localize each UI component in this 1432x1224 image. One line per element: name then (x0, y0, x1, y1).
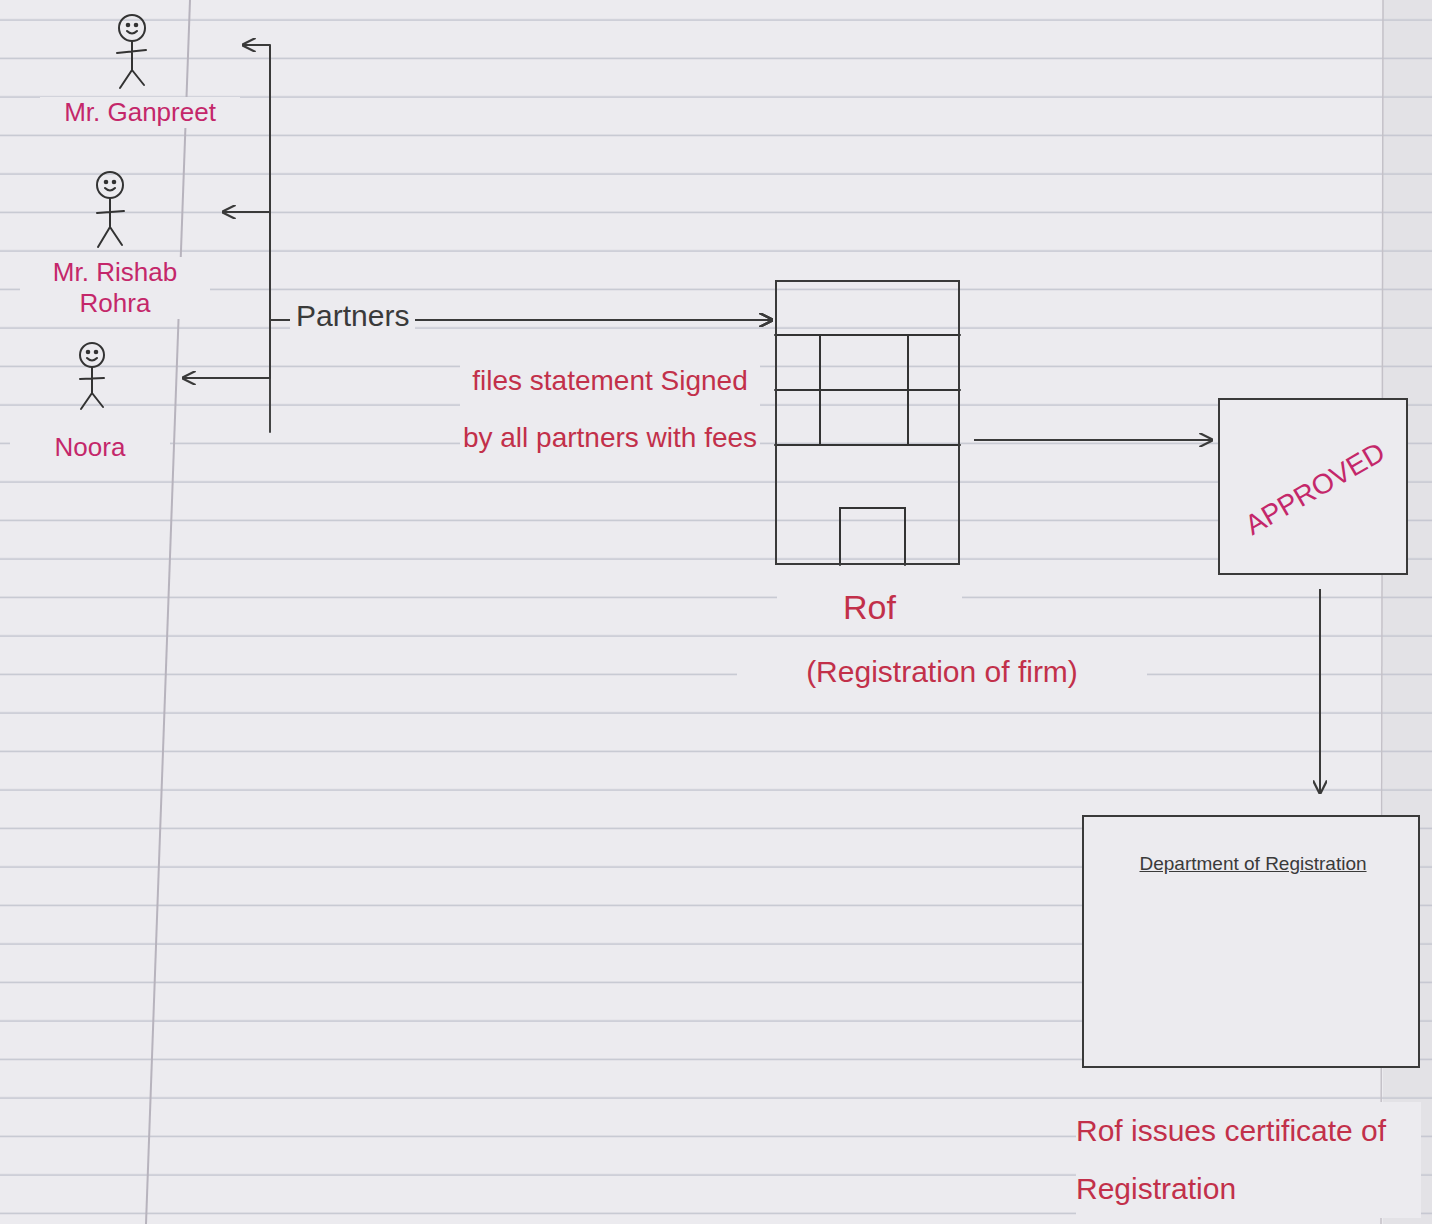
certificate-caption: Rof issues certificate of Registration (1076, 1102, 1421, 1218)
connector-arrow (974, 439, 1212, 441)
partner-figure: Noora (5, 335, 180, 465)
partner-name: Mr. Ganpreet (40, 97, 240, 128)
certificate-box: Department of RegistrationRof issues cer… (1082, 815, 1420, 1068)
office-name: Rof (777, 587, 962, 628)
edge-label: Partners (290, 298, 415, 334)
building-windows (775, 335, 960, 445)
stick-figure (97, 172, 124, 247)
office-full-name: (Registration of firm) (737, 654, 1147, 690)
partner-name: Noora (10, 432, 170, 463)
connector-arrow (243, 45, 772, 320)
connector-arrow (1319, 589, 1321, 793)
margin-line (146, 0, 190, 1224)
connector-arrow (183, 320, 772, 378)
partner-name: Mr. Rishab Rohra (20, 257, 210, 319)
registrar-building: Rof(Registration of firm) (775, 280, 960, 565)
building-door (840, 508, 905, 565)
stick-figure (80, 343, 104, 409)
partner-figure: Mr. Ganpreet (40, 5, 240, 130)
stick-figure (117, 15, 146, 88)
step-note: files statement Signed by all partners w… (460, 352, 760, 466)
partner-figure: Mr. Rishab Rohra (10, 165, 220, 325)
approval-stamp: APPROVED (1233, 432, 1397, 546)
connector-arrow (223, 212, 772, 320)
certificate-heading: Department of Registration (1094, 853, 1412, 876)
bracket-stub (269, 378, 271, 432)
approval-box: APPROVED (1218, 398, 1408, 575)
